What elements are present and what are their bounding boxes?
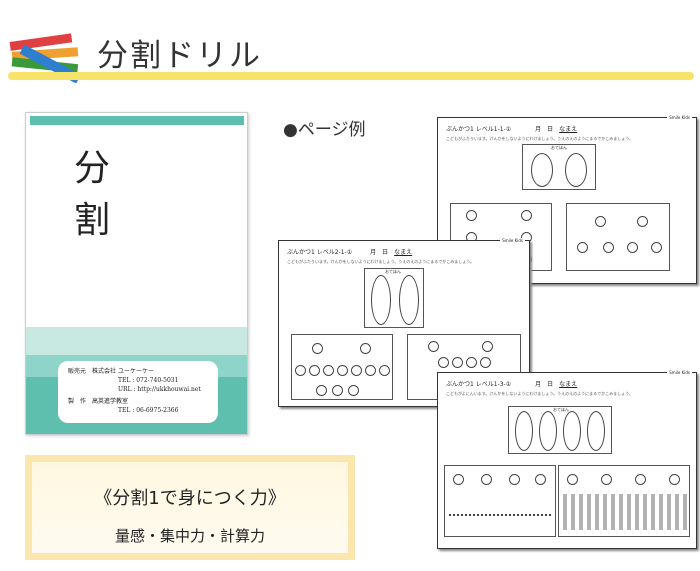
worksheet-sample: Smile Kids ぶんかつ1 レベル1-3-① 月 日 なまえ こどもがよに… xyxy=(437,370,697,549)
cover-band xyxy=(26,327,247,355)
title-underline xyxy=(8,72,694,80)
brand-text: Smile Kids xyxy=(667,370,692,375)
publisher-label: 販売元 xyxy=(68,368,87,375)
producer-tel: TEL : 06-6975-2366 xyxy=(118,407,179,414)
sample-box: おてほん xyxy=(508,406,612,454)
publisher-tel: TEL : 072-740-5031 xyxy=(118,377,179,384)
worksheet-header: ぶんかつ1 レベル2-1-① 月 日 なまえ xyxy=(287,249,413,256)
brand-text: Smile Kids xyxy=(500,238,525,243)
worksheet-sample: Smile Kids ぶんかつ1 レベル1-1-① 月 日 なまえ こどもがふた… xyxy=(437,115,697,284)
worksheet-instruction: こどもがふたりいます。けんかをしないようにわけましょう。うえのえのようにまるでか… xyxy=(287,259,475,264)
cover-info-box: 販売元 株式会社 ユーケーケー TEL : 072-740-5031 URL :… xyxy=(58,361,218,423)
worksheet-header: ぶんかつ1 レベル1-3-① 月 日 なまえ xyxy=(446,381,578,388)
producer-label: 製 作 xyxy=(68,398,87,405)
publisher: 株式会社 ユーケーケー xyxy=(92,368,154,375)
cover-image: 分 割 販売元 株式会社 ユーケーケー TEL : 072-740-5031 U… xyxy=(25,112,248,435)
exercise-box xyxy=(291,334,393,400)
worksheet-instruction: こどもがふたりいます。けんかをしないようにわけましょう。うえのえのようにまるでか… xyxy=(446,136,634,141)
exercise-box xyxy=(444,465,556,537)
worksheet-header: ぶんかつ1 レベル1-1-① 月 日 なまえ xyxy=(446,126,578,133)
publisher-url: URL : http://ukkhouwai.net xyxy=(118,386,201,393)
exercise-box xyxy=(566,203,670,271)
skills-heading: 《分割1で身につく力》 xyxy=(94,488,286,509)
exercise-box xyxy=(407,334,521,400)
cover-top-bar xyxy=(30,116,244,125)
example-label: ●ページ例 xyxy=(283,120,366,140)
cover-title: 分 割 xyxy=(74,148,239,241)
producer: 高英進学教室 xyxy=(92,398,129,405)
sample-box: おてほん xyxy=(522,144,596,190)
worksheet-instruction: こどもがよにんいます。けんかをしないようにわけましょう。うえのえのようにまるでか… xyxy=(446,391,633,396)
page-title: 分割ドリル xyxy=(97,38,262,74)
exercise-box xyxy=(558,465,690,537)
brand-text: Smile Kids xyxy=(667,115,692,120)
sample-box: おてほん xyxy=(364,268,424,328)
skills-items: 量感・集中力・計算力 xyxy=(114,527,265,545)
skills-badge: 《分割1で身につく力》 量感・集中力・計算力 xyxy=(25,455,355,560)
